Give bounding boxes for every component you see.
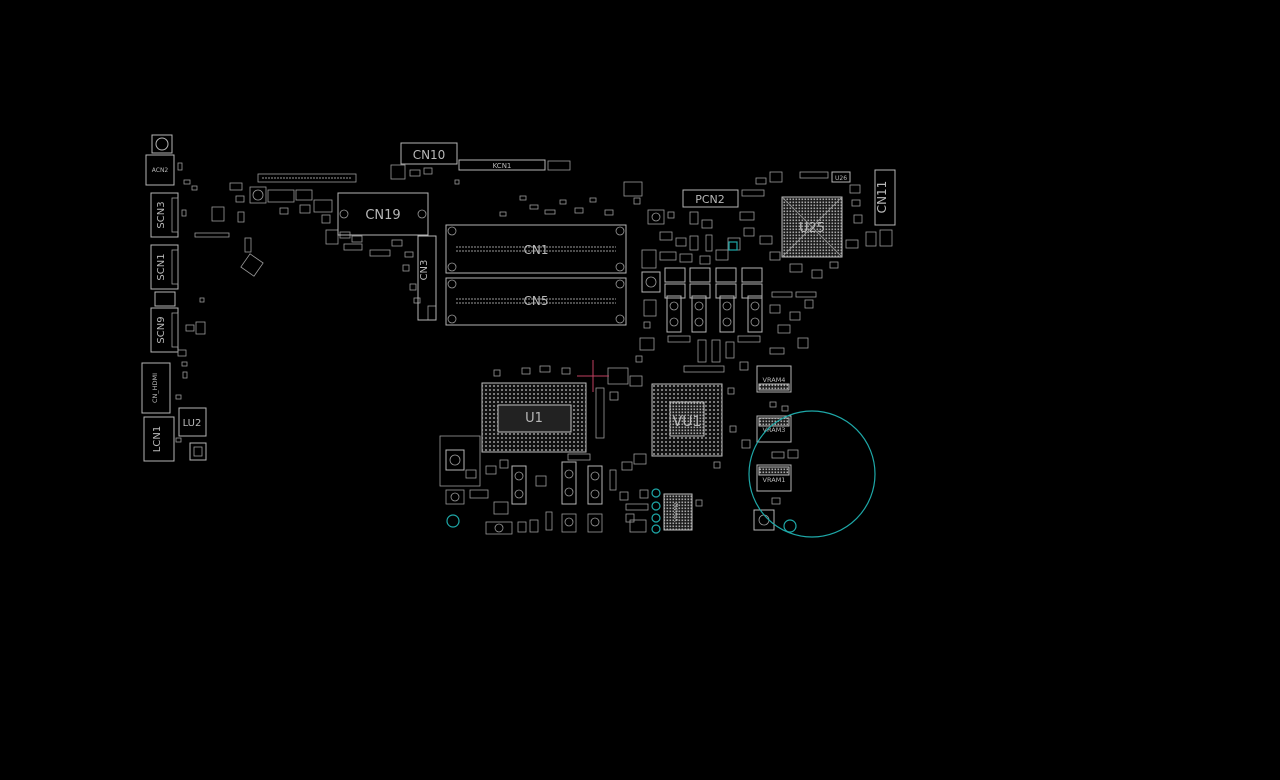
component-cn3[interactable]: CN3 (417, 235, 437, 321)
component-vram3[interactable]: VRAM3 (756, 415, 792, 443)
component-cn5[interactable]: CN5 (445, 277, 627, 326)
component-u1[interactable]: U1 (481, 382, 587, 453)
label-u25: U25 (799, 221, 825, 236)
label-cn5: CN5 (524, 294, 549, 308)
crosshair-cursor (577, 360, 609, 392)
component-group-power-stages (635, 267, 763, 373)
component-u25[interactable]: U25 (781, 196, 843, 258)
component-group-left-passives (175, 162, 437, 443)
component-acn2[interactable]: ACN2 (145, 134, 175, 186)
selection-highlight (446, 241, 876, 538)
component-vu1[interactable]: VU1 (651, 383, 723, 457)
component-scn1[interactable]: SCN1 (150, 244, 179, 290)
component-vram1[interactable]: VRAM1 (756, 464, 792, 492)
label-cn19: CN19 (365, 208, 400, 223)
label-cn-hdmi: CN_HDMI (151, 373, 159, 403)
label-scn9: SCN9 (156, 316, 167, 343)
label-scn3: SCN3 (156, 201, 167, 228)
component-cn1[interactable]: CN1 (445, 224, 627, 274)
label-vram1: VRAM1 (763, 476, 786, 484)
component-lcn1[interactable]: LCN1 (143, 416, 175, 462)
label-cn1: CN1 (524, 243, 549, 257)
label-cn10: CN10 (413, 148, 446, 162)
label-cn3: CN3 (419, 260, 430, 281)
label-u26: U26 (835, 175, 847, 182)
component-group-top-passives (390, 164, 614, 217)
label-pcn2: PCN2 (695, 193, 725, 206)
component-vram2[interactable]: VRAM2 (663, 493, 693, 531)
component-u26[interactable]: U26 (831, 171, 851, 183)
component-vram4[interactable]: VRAM4 (756, 365, 792, 393)
component-cn11[interactable]: CN11 (874, 169, 896, 226)
label-vram3: VRAM3 (763, 426, 786, 434)
component-lu2[interactable]: LU2 (178, 407, 207, 461)
label-cn11: CN11 (875, 181, 889, 214)
component-group-right-passives (623, 171, 893, 355)
component-cn19[interactable]: CN19 (337, 192, 429, 236)
component-scn9[interactable]: SCN9 (150, 291, 179, 353)
label-lcn1: LCN1 (152, 426, 163, 452)
label-scn1: SCN1 (156, 253, 167, 280)
component-scn3[interactable]: SCN3 (150, 192, 179, 238)
component-kcn1[interactable]: KCN1 (458, 159, 571, 171)
label-acn2: ACN2 (152, 167, 169, 174)
label-kcn1: KCN1 (493, 162, 512, 170)
label-lu2: LU2 (183, 418, 202, 429)
component-cn-hdmi[interactable]: CN_HDMI (141, 362, 171, 414)
label-vram4: VRAM4 (763, 376, 786, 384)
component-group-cpu-passives (439, 365, 647, 535)
component-group-gpu-passives (619, 387, 751, 533)
label-vu1: VU1 (673, 414, 702, 430)
component-pcn2[interactable]: PCN2 (682, 189, 739, 208)
label-vram2: VRAM2 (674, 502, 680, 521)
label-u1: U1 (525, 411, 543, 426)
component-cn10[interactable]: CN10 (400, 142, 458, 165)
